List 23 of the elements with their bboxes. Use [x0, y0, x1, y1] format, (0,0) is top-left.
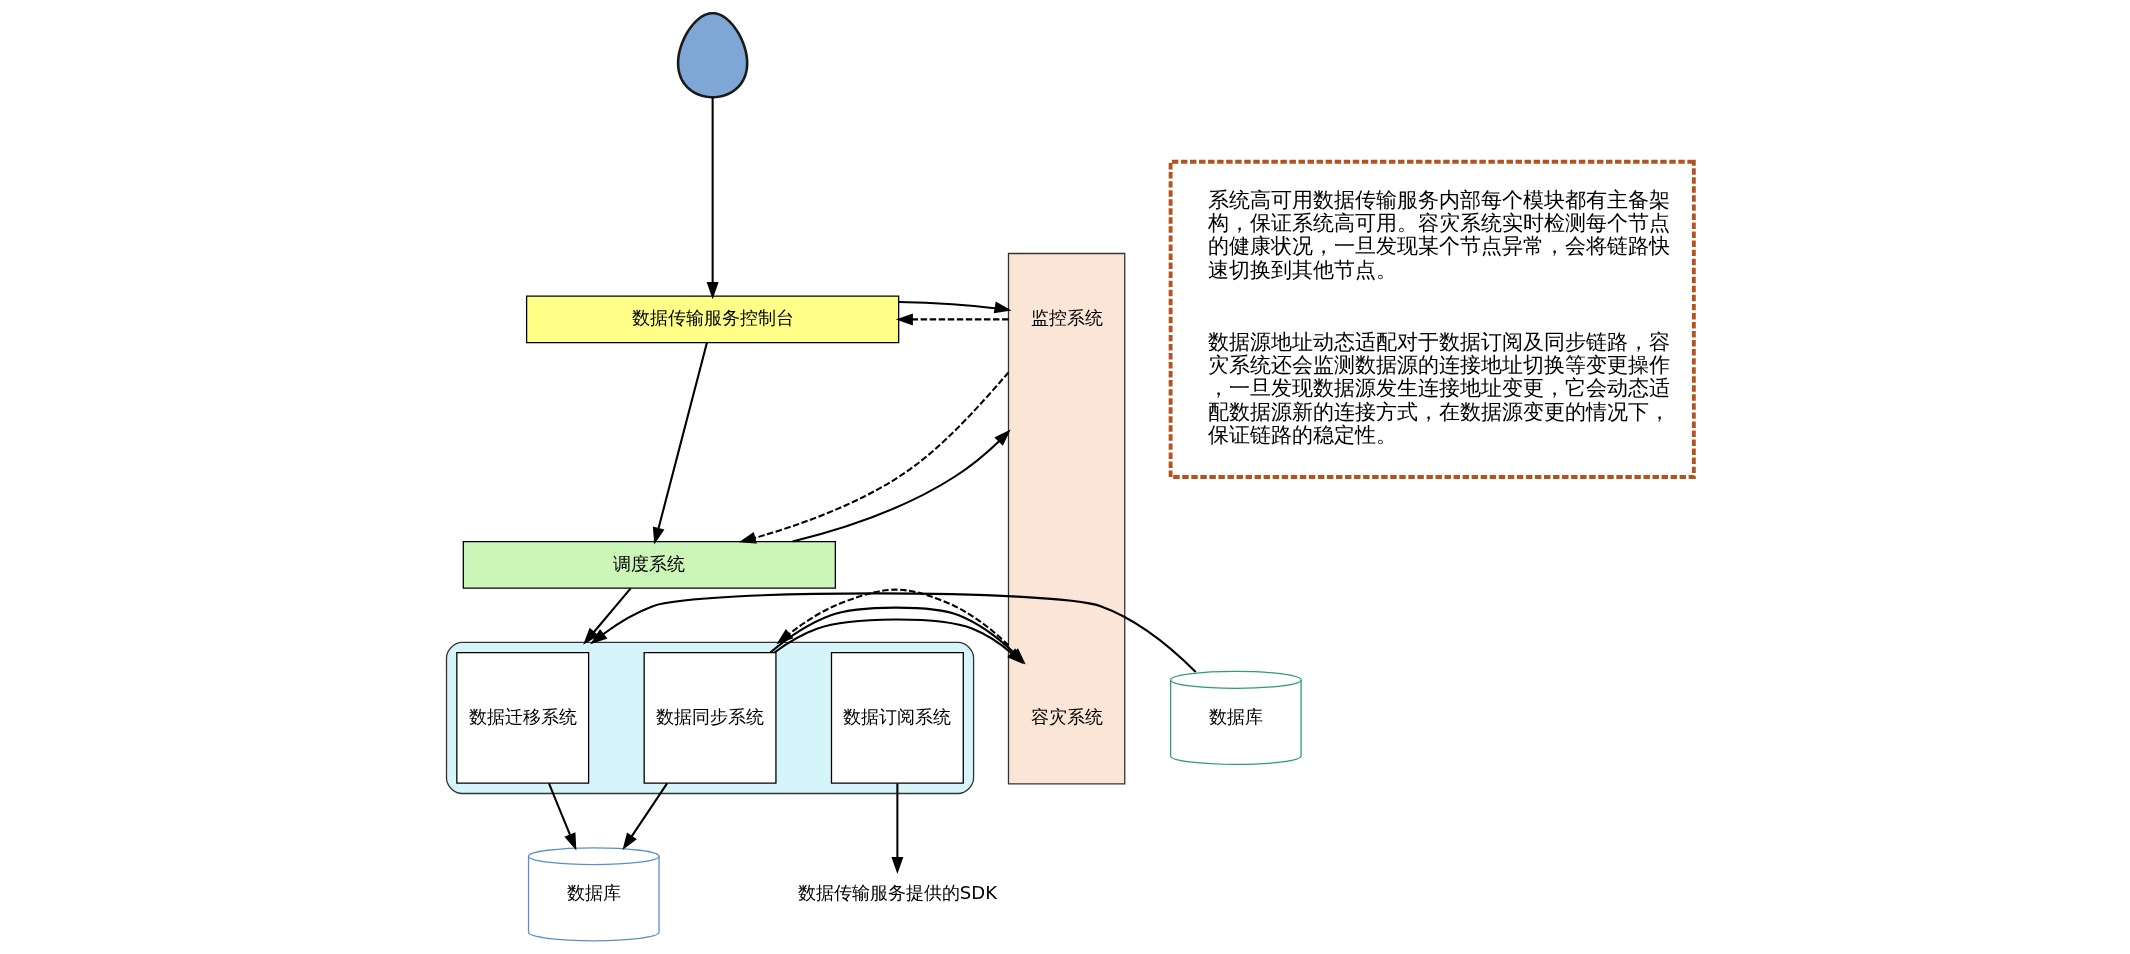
node-box: 数据订阅系统	[830, 652, 964, 784]
node-text: 数据传输服务提供的SDK	[797, 882, 998, 904]
arrow	[891, 783, 904, 875]
node-box: 数据迁移系统	[456, 652, 590, 784]
arrow	[622, 782, 668, 851]
node-box: 数据同步系统	[643, 652, 777, 784]
arrow	[738, 371, 1010, 544]
node-person	[676, 11, 749, 99]
arrow	[776, 588, 1010, 647]
cluster	[445, 641, 975, 795]
arrow	[706, 97, 719, 300]
node-box: 调度系统	[462, 540, 836, 589]
arrow	[792, 429, 1011, 543]
arrow	[652, 342, 708, 545]
arrow	[895, 313, 1009, 326]
node-text: 容灾系统	[1030, 705, 1103, 727]
arrow	[548, 783, 577, 851]
node-text: 监控系统	[1030, 307, 1103, 329]
arrow	[898, 300, 1012, 314]
node-box: 系统高可用数据传输服务内部每个模块都有主备架构，保证系统高可用。容灾系统实时检测每个节点的健康状况，一旦发现某个节点异常，会将链路快速切换到其他节点。 数据源地址动态适配对于数据订阅及同步链路，容灾系统还会监测数据源的连接地址切换等变更操作，一旦发现数据源发生连接地址变更，它会动态适配数据源新的连接方式，在数据源变更的情况下，保证链路的稳定性。	[1168, 159, 1696, 479]
node-box: 数据传输服务控制台	[525, 295, 900, 344]
arrow	[590, 592, 1197, 673]
arrow	[583, 587, 632, 645]
